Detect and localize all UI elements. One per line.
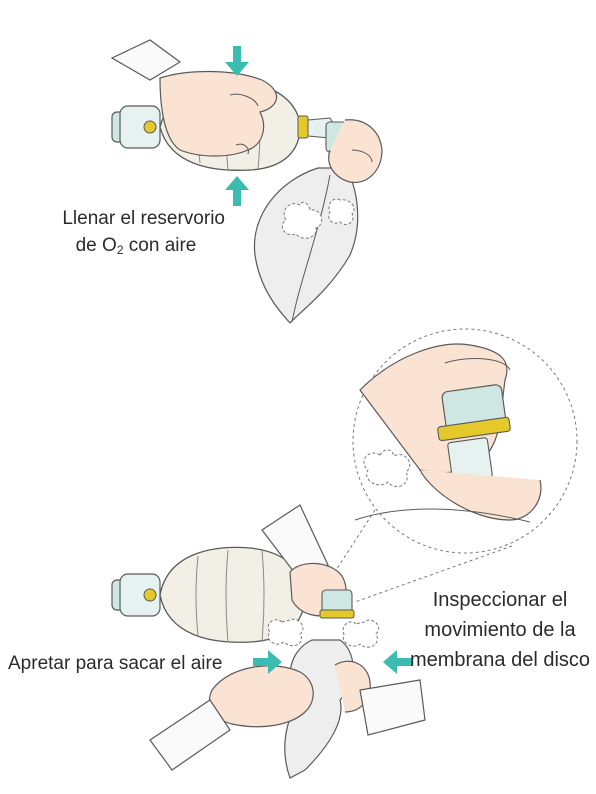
fill-label-line2: de O2 con aire xyxy=(47,232,225,264)
fill-label-line2-pre: de O xyxy=(75,235,117,256)
fill-label-line1: Llenar el reservorio xyxy=(62,208,225,229)
inspect-label-line3: membrana del disco xyxy=(409,649,591,671)
hands-squeeze xyxy=(149,660,426,771)
squeeze-arrows xyxy=(253,650,412,674)
up-arrow-icon xyxy=(225,176,249,206)
inspect-label-line1: Inspeccionar el xyxy=(432,589,568,611)
down-arrow-icon xyxy=(225,46,249,76)
mask-valve-bottom xyxy=(111,573,161,617)
squeeze-label: Apretar para sacar el aire xyxy=(8,653,223,674)
fill-label-line2-post: con aire xyxy=(123,235,197,256)
air-clouds-bottom xyxy=(267,618,380,648)
hand-top-valve xyxy=(325,119,383,183)
top-scene xyxy=(110,39,383,324)
bottom-scene xyxy=(111,328,578,779)
mask-valve-top xyxy=(111,105,161,149)
inspect-membrane-label: Inspeccionar el movimiento de la membran… xyxy=(405,585,595,675)
inspect-label-line2: movimiento de la xyxy=(424,619,576,641)
right-arrow-icon xyxy=(253,650,282,674)
fill-label-line2-sub: 2 xyxy=(116,243,124,257)
compress-arrows-top xyxy=(225,46,249,206)
fill-reservoir-label: Llenar el reservorio de O2 con aire xyxy=(47,205,225,264)
oxygen-reservoir-top xyxy=(253,167,359,324)
left-arrow-icon xyxy=(383,650,412,674)
hand-bottom-valve xyxy=(261,504,355,619)
magnified-view xyxy=(317,328,578,603)
